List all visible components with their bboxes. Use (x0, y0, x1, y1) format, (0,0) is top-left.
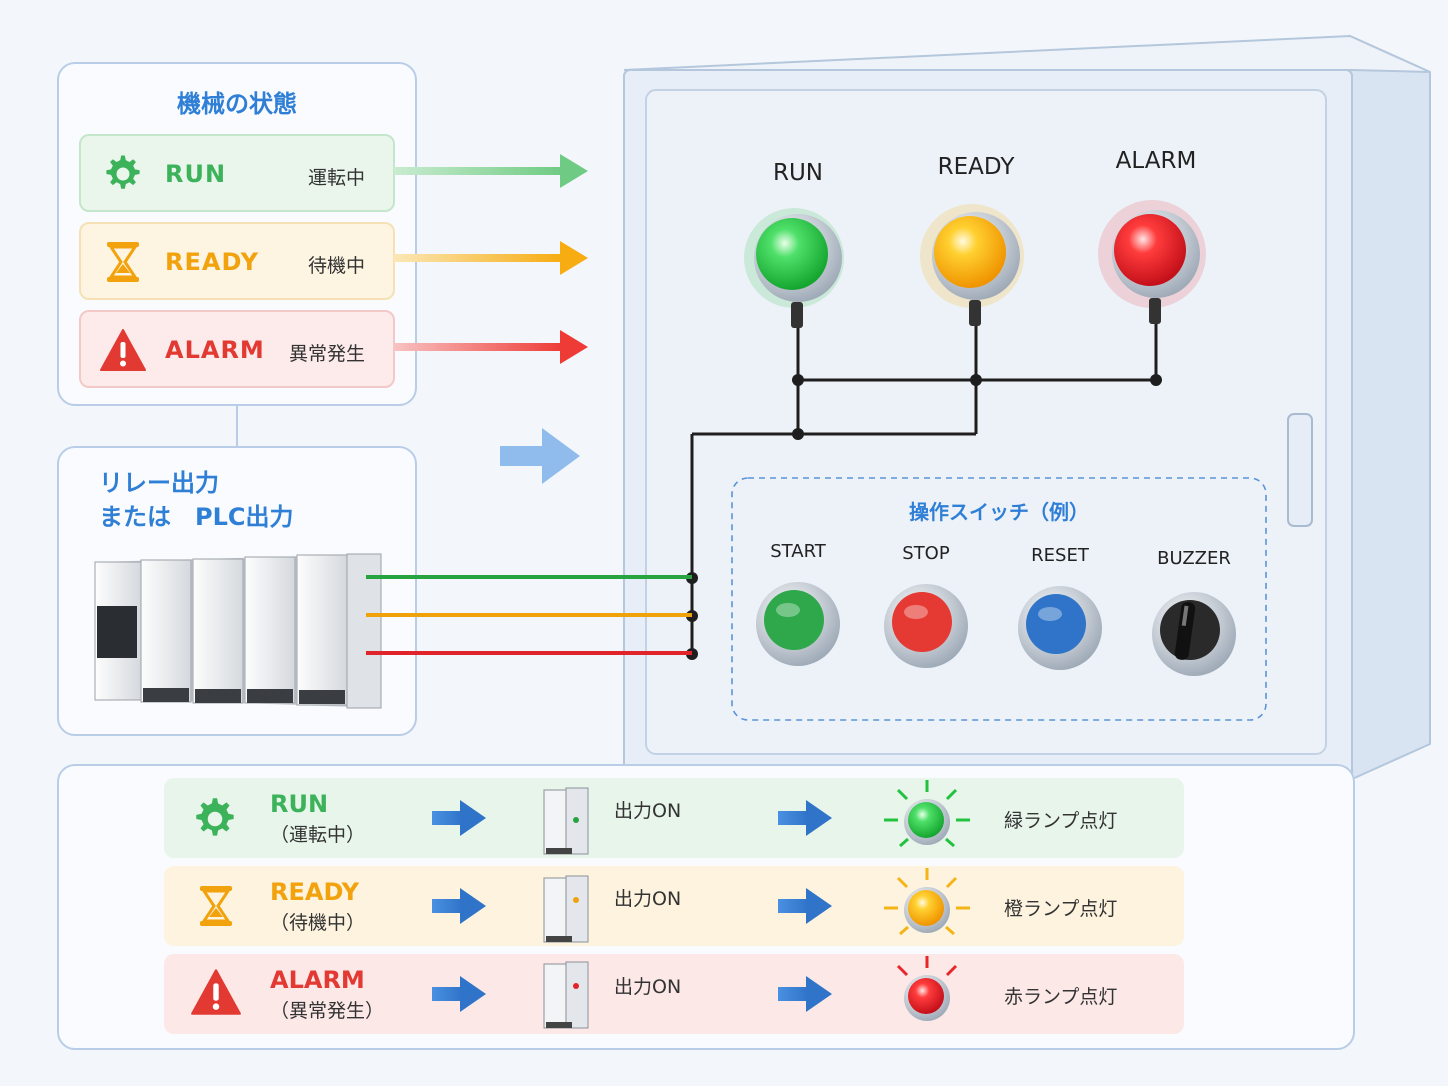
flow-name-ready: READY (270, 878, 360, 906)
lamp-label-alarm: ALARM (1115, 148, 1197, 174)
flow-row-ready: READY （待機中） 出力ON 橙ランプ点灯 (164, 866, 1184, 946)
warning-icon (100, 329, 146, 371)
relay-module-icon (543, 787, 589, 855)
panel-connector-line (236, 406, 238, 446)
lamp-label-run: RUN (772, 160, 824, 186)
button-label-stop: STOP (902, 543, 950, 564)
buzzer-selector-switch[interactable] (1148, 588, 1244, 684)
switch-title: 操作スイッチ（例） (909, 500, 1089, 524)
flow-output-alarm: 出力ON (614, 976, 682, 998)
machine-state-panel: 機械の状態 RUN 運転中 READY 待機中 ALARM 異常発生 (57, 62, 417, 406)
state-label-alarm: ALARM (165, 336, 265, 364)
arrow-right-icon (778, 800, 832, 836)
button-label-reset: RESET (1031, 545, 1089, 566)
reset-button[interactable] (1012, 584, 1108, 674)
flow-row-alarm: ALARM （異常発生） 出力ON 赤ランプ点灯 (164, 954, 1184, 1034)
flow-row-run: RUN （運転中） 出力ON 緑ランプ点灯 (164, 778, 1184, 858)
state-label-ready: READY (165, 248, 260, 276)
hourglass-icon (200, 886, 232, 926)
flow-sub-run: （運転中） (270, 824, 366, 846)
flow-lamp-run: 緑ランプ点灯 (1004, 810, 1118, 832)
state-jp-alarm: 異常発生 (288, 343, 365, 365)
flow-lamp-alarm: 赤ランプ点灯 (1004, 986, 1118, 1008)
signal-wires (366, 575, 692, 655)
warning-icon (191, 969, 241, 1015)
stop-button[interactable] (878, 582, 974, 672)
lamp-ready-icon (920, 204, 1024, 326)
state-jp-run: 運転中 (307, 167, 365, 189)
green-lamp-icon (884, 780, 970, 848)
hourglass-icon (107, 242, 139, 282)
flow-sub-alarm: （異常発生） (270, 1000, 385, 1022)
plc-modules-image (94, 553, 382, 709)
state-arrows (394, 154, 588, 364)
gear-icon (196, 798, 234, 836)
lamp-label-ready: READY (937, 154, 1015, 180)
state-label-run: RUN (165, 160, 227, 188)
state-jp-ready: 待機中 (307, 255, 365, 277)
arrow-run (394, 154, 588, 188)
relay-title-line2: または PLC出力 (99, 503, 294, 531)
flow-output-ready: 出力ON (614, 888, 682, 910)
arrow-right-icon (432, 888, 486, 924)
arrow-right-icon (432, 976, 486, 1012)
arrow-right-icon (432, 800, 486, 836)
big-arrow-icon (500, 428, 580, 484)
arrow-right-icon (778, 976, 832, 1012)
state-row-alarm: ALARM 異常発生 (79, 310, 395, 388)
flow-lamp-ready: 橙ランプ点灯 (1004, 898, 1118, 920)
gear-icon (106, 155, 140, 189)
orange-lamp-icon (884, 868, 970, 936)
operation-switch-area: 操作スイッチ（例） (732, 478, 1266, 720)
flow-output-run: 出力ON (614, 800, 682, 822)
arrow-alarm (394, 330, 588, 364)
start-button[interactable] (750, 580, 846, 670)
state-row-ready: READY 待機中 (79, 222, 395, 300)
state-row-run: RUN 運転中 (79, 134, 395, 212)
lamp-alarm-icon (1098, 200, 1206, 324)
relay-module-icon (543, 961, 589, 1029)
relay-plc-panel: リレー出力 または PLC出力 (57, 446, 417, 736)
flow-name-alarm: ALARM (270, 966, 365, 994)
arrow-right-icon (778, 888, 832, 924)
flow-name-run: RUN (270, 790, 329, 818)
flow-sub-ready: （待機中） (270, 912, 366, 934)
lamp-run-icon (744, 208, 844, 328)
button-label-buzzer: BUZZER (1157, 548, 1231, 569)
red-lamp-icon (896, 956, 958, 1021)
relay-module-icon (543, 875, 589, 943)
relay-title-line1: リレー出力 (99, 469, 219, 497)
button-label-start: START (770, 541, 826, 562)
arrow-ready (394, 241, 588, 275)
state-panel-title: 機械の状態 (177, 90, 297, 118)
